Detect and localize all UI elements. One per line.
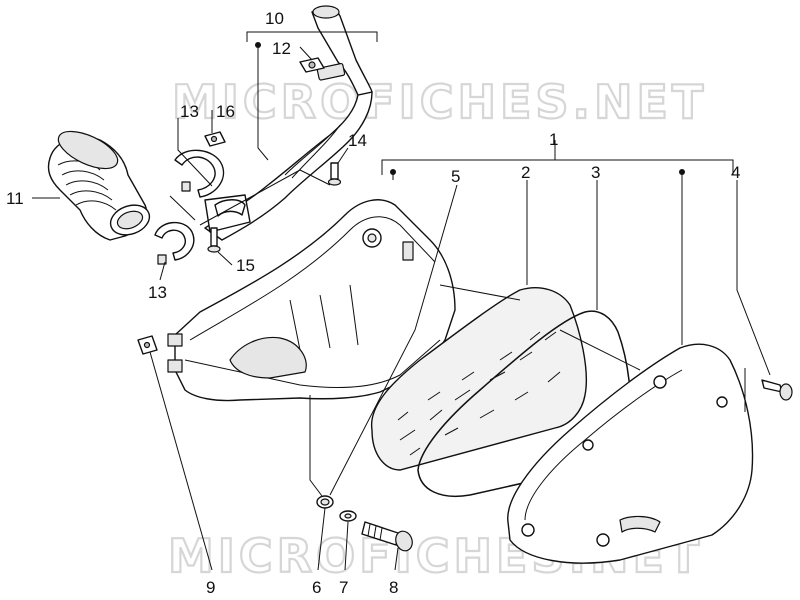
watermark-top: MICROFICHES.NET xyxy=(172,75,707,129)
screw-14 xyxy=(327,162,342,186)
clip-nut-9 xyxy=(137,335,158,355)
rubber-hose-11 xyxy=(47,130,151,241)
hose-clamp-13-upper xyxy=(174,149,225,198)
callout-9: 9 xyxy=(206,578,215,597)
callout-12: 12 xyxy=(272,39,291,58)
screw-4 xyxy=(761,379,793,401)
foam-filter-2 xyxy=(370,287,588,471)
screw-15 xyxy=(207,227,221,253)
filter-cover xyxy=(507,343,754,564)
callout-7: 7 xyxy=(339,578,348,597)
callout-16: 16 xyxy=(216,102,235,121)
callout-labels: 1 2 3 4 5 6 7 8 9 10 11 12 13 13 14 15 1… xyxy=(6,9,740,597)
callout-1: 1 xyxy=(549,130,558,149)
callout-13-lower: 13 xyxy=(148,283,167,302)
hose-clamp-13-lower xyxy=(154,221,195,265)
callout-3: 3 xyxy=(591,163,600,182)
callout-8: 8 xyxy=(389,578,398,597)
callout-2: 2 xyxy=(521,163,530,182)
callout-13-upper: 13 xyxy=(180,102,199,121)
bolt-8 xyxy=(361,521,413,552)
callout-5: 5 xyxy=(451,167,460,186)
clip-16 xyxy=(204,131,226,147)
callout-15: 15 xyxy=(236,256,255,275)
callout-11: 11 xyxy=(6,189,24,208)
leader-lines xyxy=(32,31,771,571)
intake-duct xyxy=(204,5,373,241)
air-box-housing xyxy=(167,199,456,402)
callout-14: 14 xyxy=(348,131,367,150)
callout-6: 6 xyxy=(312,578,321,597)
spacer-6 xyxy=(316,495,334,509)
washer-7 xyxy=(339,510,357,522)
callout-10: 10 xyxy=(265,9,284,28)
callout-4: 4 xyxy=(731,163,740,182)
